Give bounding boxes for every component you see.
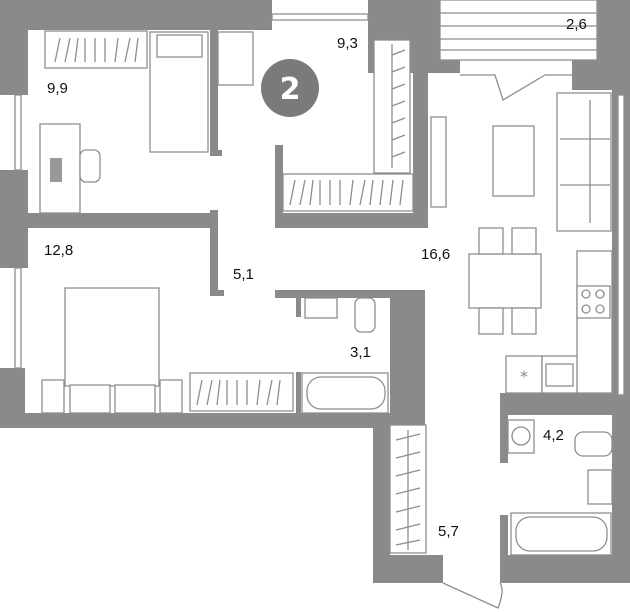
wall: [296, 372, 301, 414]
wall: [500, 555, 630, 583]
wall: [0, 0, 28, 95]
nightstand: [41, 379, 65, 414]
area-label-balcony: 2,6: [566, 16, 587, 33]
area-label-bedroom-master: 12,8: [44, 242, 73, 259]
window: [617, 94, 625, 396]
windows: [14, 13, 625, 396]
area-label-living-kitchen: 16,6: [421, 246, 450, 263]
stove: [576, 285, 611, 319]
svg-text:*: *: [520, 367, 528, 386]
wall: [0, 413, 425, 428]
area-labels: 9,9 9,3 2,6 12,8 5,1 16,6 3,1 4,2 5,7: [44, 16, 587, 540]
wardrobe: [189, 372, 294, 412]
washbasin: [304, 297, 338, 319]
window: [14, 267, 22, 369]
wardrobe: [44, 30, 148, 69]
toilet: [574, 431, 613, 457]
fridge: [505, 355, 543, 394]
window: [271, 13, 369, 21]
chair: [79, 149, 101, 183]
computer: [50, 158, 62, 182]
badge-text: 2: [280, 72, 301, 107]
kitchen-counter: [576, 250, 613, 394]
wall: [373, 420, 390, 583]
wall: [210, 210, 218, 295]
area-label-bedroom-2: 9,3: [337, 35, 358, 52]
wall: [0, 170, 28, 268]
pillow: [69, 384, 111, 414]
tv-stand: [430, 116, 447, 208]
wall: [373, 555, 443, 583]
wall: [500, 393, 508, 463]
wall: [413, 60, 428, 228]
wall: [210, 30, 218, 155]
sofa: [556, 92, 612, 232]
wall: [275, 290, 425, 298]
pillow: [156, 34, 203, 58]
nightstand: [159, 379, 183, 414]
wall: [210, 290, 224, 296]
area-label-hallway: 5,1: [233, 266, 254, 283]
wall: [0, 0, 272, 30]
chair: [478, 227, 504, 255]
sink-basin: [545, 363, 574, 387]
area-label-bathroom-2: 4,2: [543, 427, 564, 444]
double-bed: [64, 287, 160, 387]
balcony-floor: [439, 0, 598, 61]
wall: [500, 515, 508, 583]
bathtub-inner: [515, 516, 608, 552]
chair: [511, 307, 537, 335]
walls: [0, 0, 630, 583]
wall: [390, 290, 425, 425]
bathtub-inner: [306, 376, 386, 410]
chair: [511, 227, 537, 255]
pillow: [114, 384, 156, 414]
wall: [275, 145, 283, 225]
desk: [217, 31, 254, 86]
wall: [275, 213, 428, 228]
badge-circle: [261, 59, 319, 117]
wall: [500, 393, 612, 415]
area-label-bedroom-small: 9,9: [47, 80, 68, 97]
coffee-table: [492, 125, 535, 197]
dining-table: [468, 253, 542, 309]
area-label-bathroom-1: 3,1: [350, 344, 371, 361]
balcony-door: [460, 74, 572, 101]
wall: [572, 60, 630, 90]
entrance-door: [442, 582, 503, 609]
washbasin: [587, 469, 613, 505]
area-label-entrance-hall: 5,7: [438, 523, 459, 540]
wall: [296, 295, 301, 317]
wall: [28, 213, 218, 228]
window: [14, 94, 22, 171]
rooms-count-badge: 2: [261, 59, 319, 117]
doors: [442, 74, 572, 609]
furniture: *: [39, 30, 613, 556]
wall: [210, 150, 222, 156]
toilet: [354, 297, 376, 333]
chair: [478, 307, 504, 335]
